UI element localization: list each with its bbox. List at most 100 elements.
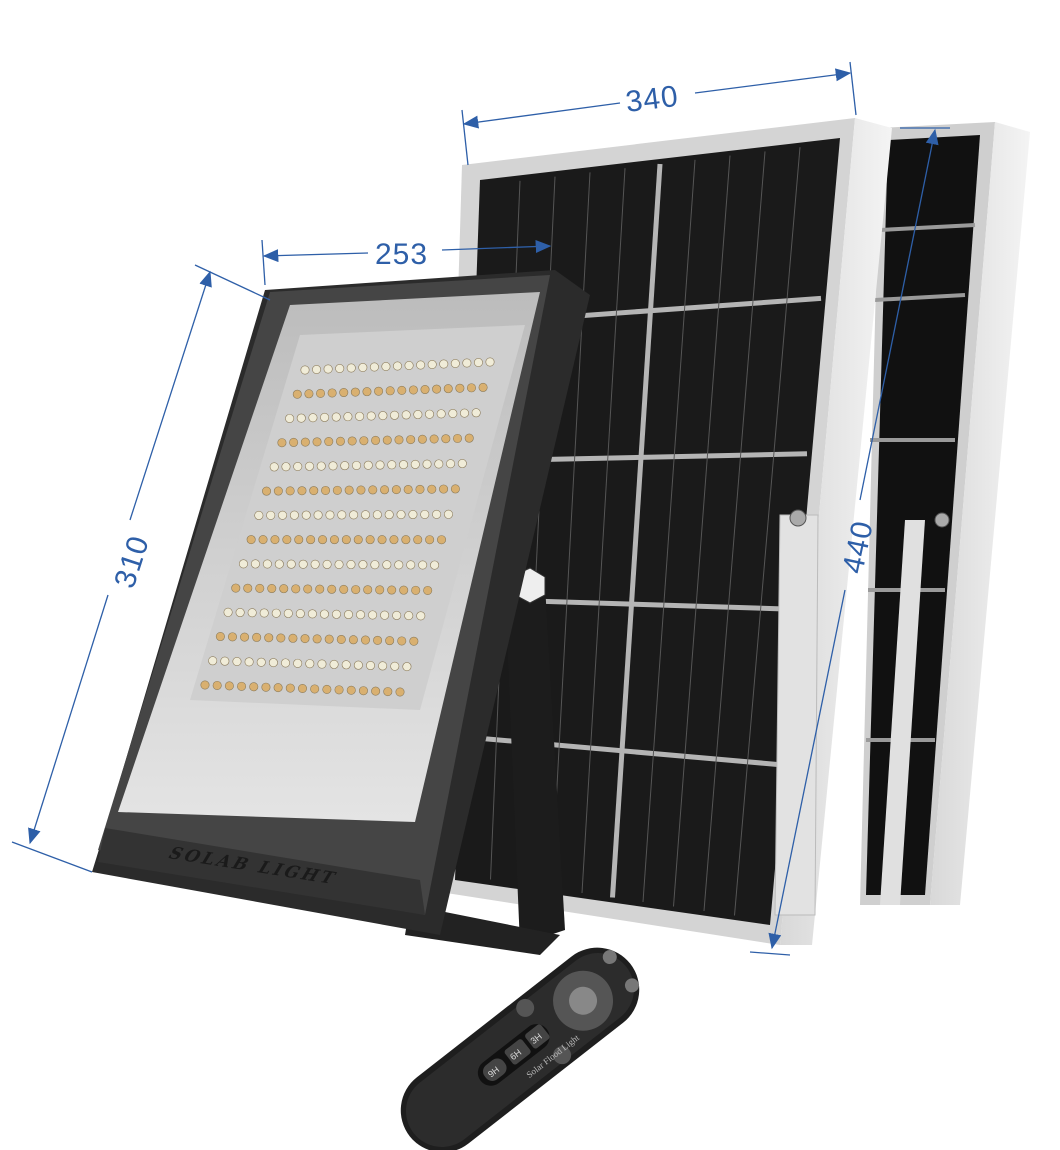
led bbox=[417, 434, 427, 444]
led bbox=[368, 610, 378, 620]
led bbox=[455, 383, 465, 393]
led bbox=[298, 559, 308, 569]
led bbox=[322, 559, 332, 569]
led bbox=[358, 686, 368, 696]
rear-solar-panel bbox=[860, 122, 1030, 905]
led bbox=[327, 388, 337, 398]
led bbox=[349, 510, 359, 520]
led bbox=[294, 535, 304, 545]
led bbox=[309, 486, 319, 496]
led bbox=[283, 608, 293, 618]
led bbox=[267, 584, 277, 594]
led bbox=[362, 387, 372, 397]
led bbox=[292, 389, 302, 399]
led bbox=[401, 410, 411, 420]
led bbox=[312, 634, 322, 644]
led-array bbox=[200, 357, 495, 697]
led bbox=[382, 560, 392, 570]
led bbox=[355, 411, 365, 421]
led bbox=[415, 484, 425, 494]
led bbox=[396, 510, 406, 520]
led bbox=[249, 682, 259, 692]
front-panel-stand bbox=[774, 514, 819, 916]
led bbox=[335, 363, 345, 373]
led bbox=[334, 685, 344, 695]
led bbox=[304, 389, 314, 399]
led bbox=[370, 560, 380, 570]
led bbox=[432, 509, 442, 519]
led bbox=[381, 361, 391, 371]
led bbox=[402, 662, 412, 672]
led bbox=[353, 535, 363, 545]
led bbox=[404, 611, 414, 621]
led bbox=[337, 510, 347, 520]
led bbox=[339, 388, 349, 398]
led bbox=[282, 535, 292, 545]
led bbox=[448, 408, 458, 418]
led bbox=[336, 634, 346, 644]
led bbox=[332, 485, 342, 495]
led bbox=[273, 683, 283, 693]
led bbox=[238, 559, 248, 569]
led bbox=[344, 610, 354, 620]
led bbox=[235, 608, 245, 618]
led bbox=[308, 413, 318, 423]
remote-button bbox=[553, 1046, 572, 1065]
led bbox=[395, 687, 405, 697]
led bbox=[427, 359, 437, 369]
led bbox=[323, 364, 333, 374]
led bbox=[441, 434, 451, 444]
led bbox=[392, 610, 402, 620]
led bbox=[340, 461, 350, 471]
led bbox=[410, 459, 420, 469]
led bbox=[404, 360, 414, 370]
led bbox=[365, 535, 375, 545]
led bbox=[215, 632, 225, 642]
led bbox=[350, 387, 360, 397]
led bbox=[262, 486, 272, 496]
led bbox=[289, 510, 299, 520]
led bbox=[406, 435, 416, 445]
led bbox=[293, 461, 303, 471]
dimension-annotations bbox=[11, 61, 950, 956]
led bbox=[418, 560, 428, 570]
led bbox=[401, 535, 411, 545]
led bbox=[335, 436, 345, 446]
led bbox=[430, 560, 440, 570]
timer-button-6h: 6H bbox=[504, 1039, 531, 1065]
led bbox=[399, 460, 409, 470]
led bbox=[406, 560, 416, 570]
led bbox=[304, 461, 314, 471]
led bbox=[341, 660, 351, 670]
led bbox=[347, 436, 357, 446]
led bbox=[231, 583, 241, 593]
led bbox=[246, 535, 256, 545]
led bbox=[346, 685, 356, 695]
led bbox=[220, 656, 230, 666]
led bbox=[437, 535, 447, 545]
led bbox=[254, 510, 264, 520]
led bbox=[394, 560, 404, 570]
cell-busbar bbox=[673, 155, 731, 907]
led bbox=[329, 659, 339, 669]
led bbox=[316, 461, 326, 471]
led bbox=[462, 358, 472, 368]
led bbox=[466, 383, 476, 393]
led bbox=[291, 584, 301, 594]
cell-busbar bbox=[734, 147, 801, 916]
led bbox=[416, 360, 426, 370]
timer-button-3h: 3H bbox=[525, 1024, 550, 1049]
led bbox=[343, 412, 353, 422]
led bbox=[384, 510, 394, 520]
led bbox=[353, 660, 363, 670]
led bbox=[313, 510, 323, 520]
led bbox=[371, 435, 381, 445]
bolt-icon bbox=[789, 509, 807, 527]
led bbox=[408, 385, 418, 395]
led bbox=[223, 607, 233, 617]
led bbox=[255, 583, 265, 593]
led bbox=[443, 384, 453, 394]
led bbox=[306, 535, 316, 545]
led bbox=[423, 585, 433, 595]
led bbox=[310, 684, 320, 694]
